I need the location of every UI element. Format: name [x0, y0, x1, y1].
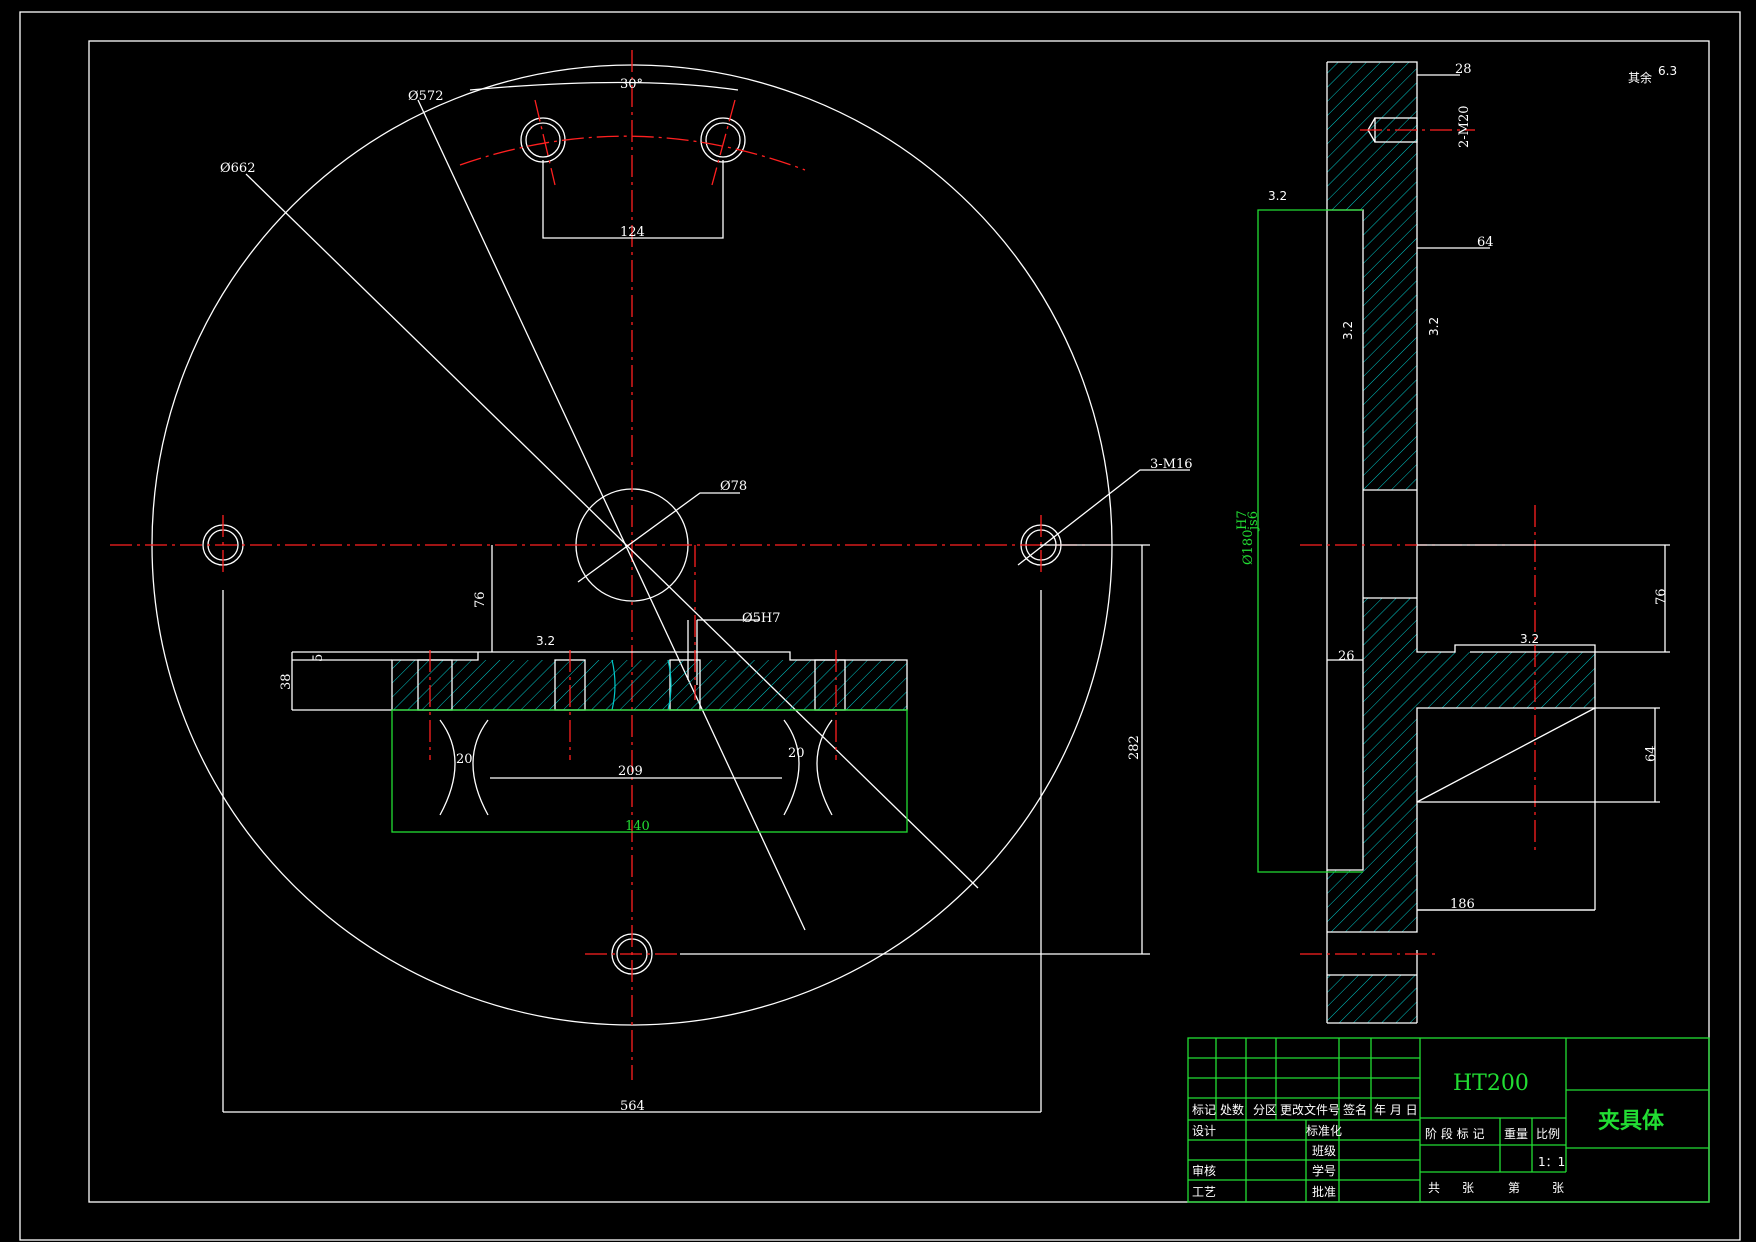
- dim-d572: Ø572: [408, 89, 443, 104]
- hdr-date: 年 月 日: [1374, 1103, 1418, 1117]
- rough-d: 3.2: [1427, 317, 1441, 336]
- dim-186: 186: [1450, 897, 1475, 912]
- dim-64b: 64: [1644, 745, 1659, 762]
- dim-26: 26: [1338, 649, 1355, 664]
- stage-mark: 阶 段 标 记: [1425, 1126, 1484, 1141]
- rough-c: 3.2: [1341, 321, 1355, 340]
- process: 工艺: [1192, 1185, 1216, 1199]
- leader-d662: [245, 173, 979, 889]
- hdr-doc: 更改文件号: [1280, 1102, 1340, 1117]
- check: 审核: [1192, 1163, 1216, 1178]
- dim-h7: H7: [1235, 510, 1250, 530]
- dim-m20: 2-M20: [1457, 105, 1472, 148]
- approve: 批准: [1312, 1184, 1336, 1199]
- dim-28: 28: [1455, 62, 1472, 77]
- dim-d5h7: Ø5H7: [742, 611, 781, 626]
- arc-r2: [816, 719, 833, 816]
- dim-m16: 3-M16: [1150, 457, 1193, 472]
- dim-20a: 20: [456, 752, 473, 767]
- total: 共: [1428, 1181, 1440, 1195]
- hole-axis-l: [534, 99, 556, 186]
- std: 标准化: [1306, 1124, 1342, 1138]
- hdr-zone: 分区: [1253, 1103, 1277, 1117]
- leader-d572: [417, 99, 806, 931]
- dim-d78: Ø78: [720, 479, 747, 494]
- arc-l1: [439, 719, 456, 816]
- design: 设计: [1192, 1124, 1216, 1138]
- part-name: 夹具体: [1598, 1108, 1665, 1134]
- ratio: 比例: [1536, 1127, 1560, 1141]
- dim-564: 564: [620, 1099, 645, 1114]
- dim-76a: 76: [473, 591, 488, 608]
- hdr-sign: 签名: [1343, 1102, 1367, 1117]
- dim-38: 38: [279, 673, 294, 690]
- dim-76b: 76: [1654, 588, 1669, 605]
- rough-rest-label: 其余: [1628, 70, 1652, 85]
- top-hole-left-inner: [525, 122, 561, 158]
- arc-r1: [783, 719, 800, 816]
- class: 班级: [1312, 1144, 1336, 1158]
- dim-20b: 20: [788, 746, 805, 761]
- dim-124-line: [542, 160, 724, 239]
- weight: 重量: [1504, 1127, 1528, 1141]
- leader-d78: [577, 492, 740, 583]
- rough-a: 3.2: [536, 634, 555, 648]
- dim-282: 282: [1127, 735, 1142, 760]
- outer-border: [19, 11, 1741, 1241]
- arc-l2: [472, 719, 489, 816]
- top-hole-right: [700, 117, 746, 163]
- hdr-mark: 标记: [1192, 1103, 1216, 1117]
- sheets2: 张: [1552, 1181, 1564, 1195]
- green-profile: [391, 709, 908, 833]
- dim-124: 124: [620, 225, 645, 240]
- dim-d662: Ø662: [220, 161, 255, 176]
- title-block: HT200 夹具体 1：1 标记 处数 分区 更改文件号 签名 年 月 日 设计…: [1187, 1037, 1710, 1203]
- dim-d180: Ø180: [1241, 530, 1256, 565]
- hdr-count: 处数: [1220, 1102, 1244, 1117]
- rough-b: 3.2: [1268, 189, 1287, 203]
- side-view: 28 2-M20 64 Ø180 H7 js6 26 76 64 186 3.2…: [1235, 61, 1677, 1024]
- section-bar: [291, 545, 908, 760]
- front-view: Ø572 Ø662 30° 124 Ø78 3-M16: [110, 50, 1193, 1114]
- dim-64a: 64: [1477, 235, 1494, 250]
- dim-js6: js6: [1246, 511, 1261, 532]
- hole-axis-r: [711, 99, 736, 186]
- scale: 1：1: [1538, 1155, 1565, 1169]
- dim-140: 140: [625, 819, 650, 834]
- rough-rest-value: 6.3: [1658, 64, 1677, 78]
- sheets: 张: [1462, 1181, 1474, 1195]
- sheet-no: 第: [1508, 1181, 1520, 1195]
- leader-m16: [1017, 469, 1190, 566]
- inner-border: [88, 40, 1710, 1203]
- dim-5: 5: [311, 654, 326, 662]
- angle-arc: [469, 81, 739, 91]
- dim-209: 209: [618, 764, 643, 779]
- dim-angle30: 30°: [620, 77, 643, 92]
- rough-e: 3.2: [1520, 632, 1539, 646]
- material: HT200: [1453, 1071, 1529, 1096]
- student-no: 学号: [1312, 1163, 1336, 1178]
- top-hole-left: [520, 117, 566, 163]
- top-hole-right-inner: [705, 122, 741, 158]
- bolt-circle-arc: [459, 135, 806, 171]
